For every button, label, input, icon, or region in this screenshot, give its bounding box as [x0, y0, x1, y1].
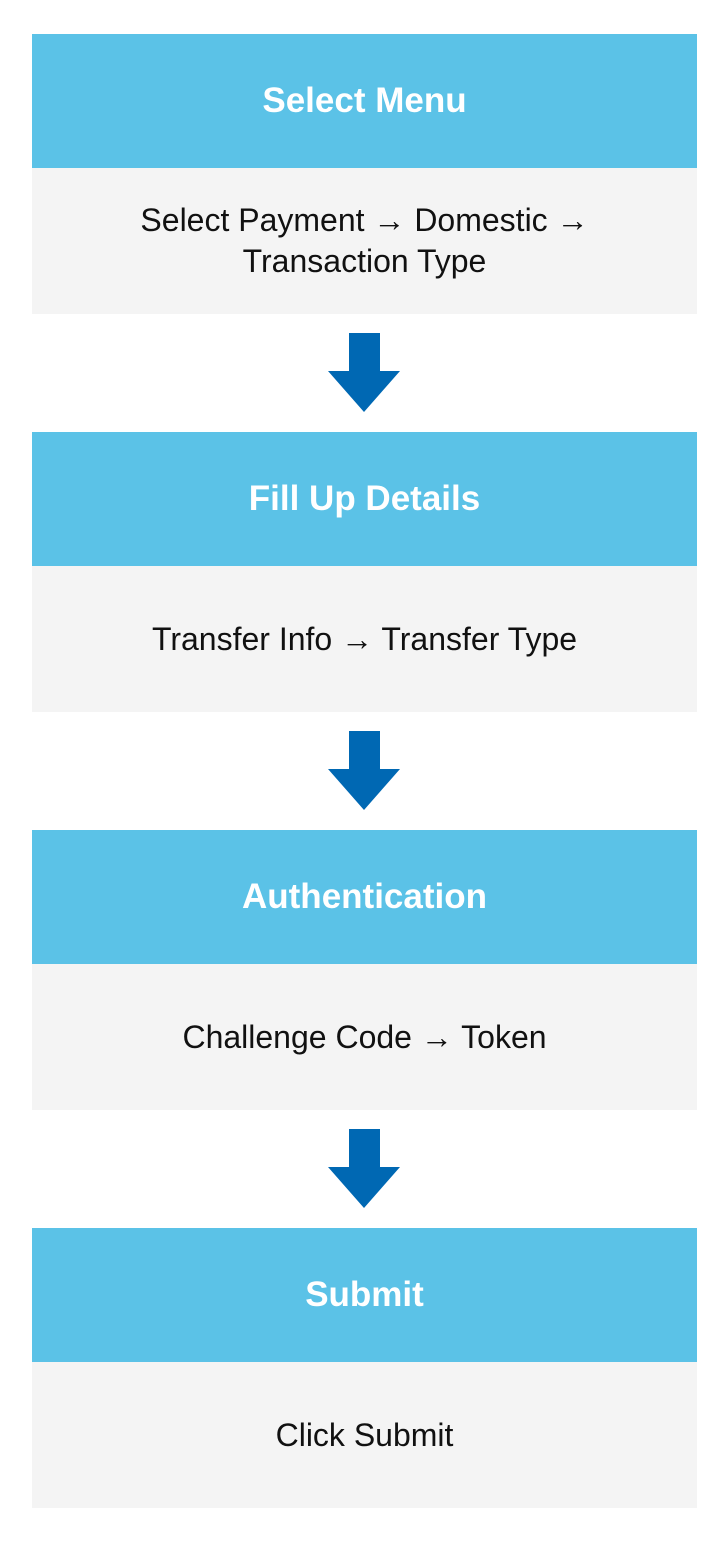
step-detail: Click Submit	[32, 1362, 697, 1508]
step-detail: Challenge Code → Token	[32, 964, 697, 1110]
step-title: Select Menu	[32, 34, 697, 168]
down-arrow-icon	[328, 1129, 400, 1208]
down-arrow-icon	[328, 731, 400, 810]
step-detail: Select Payment → Domestic → Transaction …	[32, 168, 697, 314]
down-arrow-icon	[328, 333, 400, 412]
step-title: Fill Up Details	[32, 432, 697, 566]
step-title: Authentication	[32, 830, 697, 964]
step-submit: Submit Click Submit	[32, 1228, 697, 1508]
step-detail: Transfer Info → Transfer Type	[32, 566, 697, 712]
step-authentication: Authentication Challenge Code → Token	[32, 830, 697, 1110]
step-select-menu: Select Menu Select Payment → Domestic → …	[32, 34, 697, 314]
step-title: Submit	[32, 1228, 697, 1362]
step-fill-up-details: Fill Up Details Transfer Info → Transfer…	[32, 432, 697, 712]
